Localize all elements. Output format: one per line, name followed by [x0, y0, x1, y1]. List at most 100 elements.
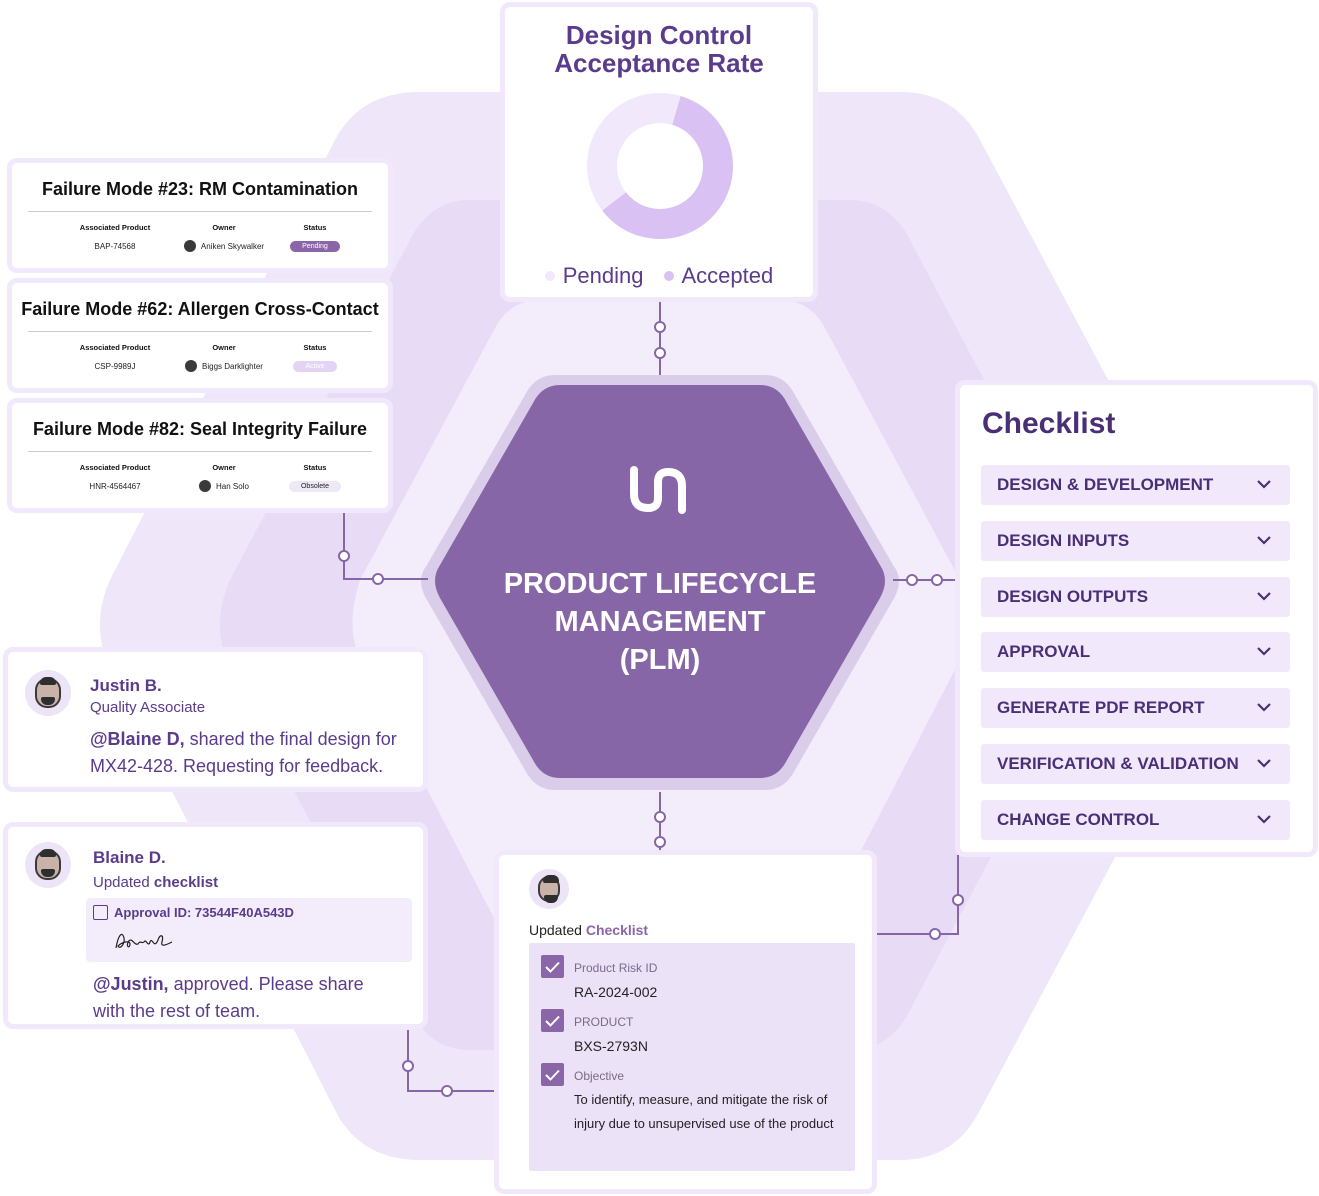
- comment-card: Blaine D. Updated checklist Approval ID:…: [3, 822, 428, 1029]
- updated-title-accent: Checklist: [585, 922, 649, 938]
- checklist-item-label: APPROVAL: [997, 642, 1091, 662]
- checked-checkbox[interactable]: [541, 1009, 564, 1032]
- failure-mode-title: Failure Mode #23: RM Contamination: [41, 179, 359, 199]
- approval-id: Approval ID: 73544F40A543D: [114, 905, 294, 920]
- failure-mode-title: Failure Mode #62: Allergen Cross-Contact: [21, 299, 379, 319]
- plm-title-line3: (PLM): [619, 644, 701, 676]
- chevron-down-icon[interactable]: [1256, 477, 1272, 491]
- checklist-title: Checklist: [982, 407, 1116, 440]
- failure-mode-card[interactable]: Failure Mode #62: Allergen Cross-Contact…: [7, 278, 393, 393]
- chevron-down-icon[interactable]: [1256, 812, 1272, 826]
- comment-author: Justin B.: [90, 676, 162, 695]
- field-value: BXS-2793N: [574, 1038, 648, 1054]
- field-value: To identify, measure, and mitigate the r…: [574, 1092, 834, 1131]
- checked-checkbox[interactable]: [541, 1063, 564, 1086]
- checklist-item-label: CHANGE CONTROL: [997, 809, 1160, 829]
- owner-value: Aniken Skywalker: [200, 241, 265, 251]
- chevron-down-icon[interactable]: [1256, 756, 1272, 770]
- signature-icon: [115, 933, 173, 949]
- avatar: [25, 842, 71, 888]
- failure-mode-card[interactable]: Failure Mode #23: RM Contamination Assoc…: [7, 158, 393, 273]
- checklist-item[interactable]: APPROVAL: [981, 632, 1290, 673]
- chevron-down-icon[interactable]: [1256, 533, 1272, 547]
- owner-column: Owner Aniken Skywalker: [164, 223, 284, 253]
- product-header: Associated Product: [79, 223, 151, 232]
- mention[interactable]: @Blaine D,: [90, 729, 185, 749]
- status-column: Status Obsolete: [255, 463, 375, 493]
- comment-role: Updated checklist: [93, 874, 218, 891]
- status-header: Status: [303, 463, 327, 472]
- checklist-item[interactable]: DESIGN & DEVELOPMENT: [981, 465, 1290, 505]
- legend-dot-pending: [544, 271, 555, 281]
- checklist-item[interactable]: VERIFICATION & VALIDATION: [981, 744, 1290, 784]
- donut-title: Design Control Acceptance Rate: [554, 20, 764, 78]
- chevron-down-icon[interactable]: [1256, 700, 1272, 714]
- checklist-item-label: VERIFICATION & VALIDATION: [997, 754, 1239, 773]
- checked-checkbox[interactable]: [541, 955, 564, 978]
- divider: [28, 331, 372, 332]
- checklist-item-label: GENERATE PDF REPORT: [997, 698, 1205, 718]
- status-header: Status: [303, 223, 327, 232]
- comment-author: Blaine D.: [93, 848, 166, 867]
- chevron-down-icon[interactable]: [1256, 589, 1272, 603]
- avatar-face-icon: [35, 677, 61, 708]
- checklist-item[interactable]: DESIGN OUTPUTS: [981, 576, 1290, 617]
- role-prefix: Updated: [93, 874, 154, 891]
- checklist-panel: Checklist DESIGN & DEVELOPMENT DESIGN INP…: [955, 380, 1318, 857]
- checkmark-icon: [545, 1069, 560, 1081]
- checklist-item[interactable]: GENERATE PDF REPORT: [981, 688, 1290, 729]
- checklist-item[interactable]: DESIGN INPUTS: [981, 520, 1290, 561]
- owner-header: Owner: [212, 223, 236, 232]
- owner-header: Owner: [212, 463, 236, 472]
- mention[interactable]: @Justin,: [93, 974, 169, 994]
- approval-box: Approval ID: 73544F40A543D: [86, 898, 412, 962]
- plm-title-line2: MANAGEMENT: [554, 606, 766, 638]
- product-value: CSP-9989J: [94, 361, 136, 371]
- legend-item-accepted: Accepted: [663, 263, 774, 289]
- product-header: Associated Product: [79, 343, 151, 352]
- divider: [28, 451, 372, 452]
- owner-avatar: [185, 360, 198, 372]
- legend-dot-accepted: [663, 271, 674, 281]
- comment-role: Quality Associate: [90, 699, 206, 716]
- donut-chart: [587, 93, 733, 240]
- checkmark-icon: [545, 961, 560, 973]
- comment-card: Justin B. Quality Associate @Blaine D, s…: [3, 647, 428, 792]
- acceptance-rate-card: Design Control Acceptance Rate Pending A…: [500, 2, 818, 302]
- checklist-item-label: DESIGN INPUTS: [997, 530, 1130, 550]
- status-badge: Pending: [290, 240, 340, 252]
- owner-avatar: [183, 240, 196, 252]
- status-badge: Obsolete: [288, 480, 342, 492]
- product-column: Associated Product CSP-9989J: [55, 343, 175, 373]
- avatar: [25, 670, 71, 716]
- message-line2: MX42-428. Requesting for feedback.: [90, 756, 384, 776]
- status-column: Status Pending: [255, 223, 375, 253]
- failure-mode-title: Failure Mode #82: Seal Integrity Failure: [32, 419, 368, 439]
- status-header: Status: [303, 343, 327, 352]
- checkbox[interactable]: [93, 905, 108, 920]
- donut-hole: [617, 123, 703, 209]
- product-value: HNR-4564467: [89, 481, 141, 491]
- failure-mode-card[interactable]: Failure Mode #82: Seal Integrity Failure…: [7, 398, 393, 513]
- checkmark-icon: [545, 1015, 560, 1027]
- plm-title-line1: PRODUCT LIFECYCLE: [503, 568, 817, 600]
- plm-hexagon: [435, 385, 885, 778]
- divider: [28, 211, 372, 212]
- field-label: Product Risk ID: [574, 961, 658, 975]
- owner-column: Owner Biggs Darklighter: [164, 343, 284, 373]
- updated-checklist-card: Updated Checklist Product Risk ID RA-202…: [494, 850, 877, 1194]
- checklist-item[interactable]: CHANGE CONTROL: [981, 799, 1290, 840]
- status-column: Status Active: [255, 343, 375, 373]
- product-value: BAP-74568: [94, 241, 136, 251]
- product-column: Associated Product BAP-74568: [55, 223, 175, 253]
- owner-value: Biggs Darklighter: [202, 361, 263, 371]
- owner-avatar: [199, 480, 212, 492]
- updated-title-prefix: Updated: [529, 922, 586, 938]
- legend-label-accepted: Accepted: [681, 263, 774, 288]
- chevron-down-icon[interactable]: [1256, 644, 1272, 658]
- comment-message: @Blaine D, shared the final design for M…: [90, 726, 397, 780]
- status-badge: Active: [293, 360, 337, 372]
- field-value: RA-2024-002: [574, 984, 658, 1000]
- product-header: Associated Product: [79, 463, 151, 472]
- comment-message: @Justin, approved. Please share with the…: [93, 971, 364, 1025]
